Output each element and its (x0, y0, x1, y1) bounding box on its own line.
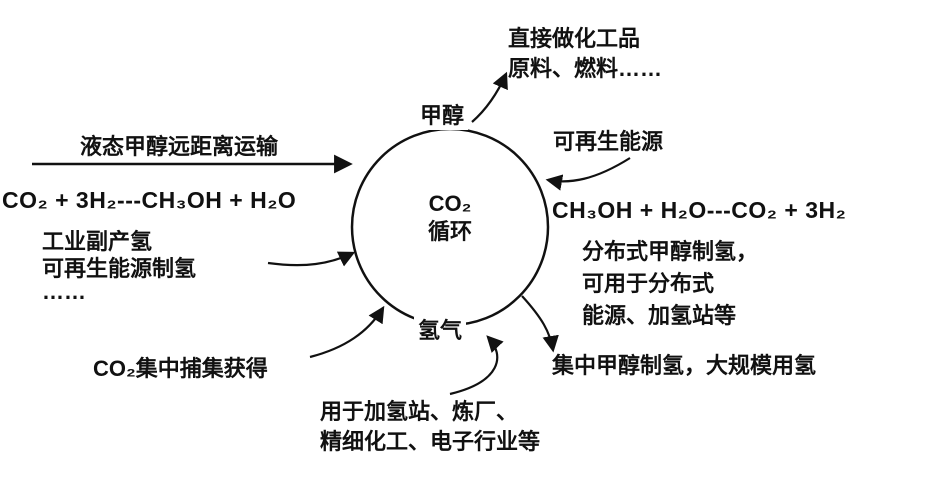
hydrogen-node: 氢气 (414, 317, 467, 345)
distributed-label-line1: 分布式甲醇制氢， (582, 239, 759, 264)
hydrogen-uses-arrow (449, 335, 504, 396)
centralized-label: 集中甲醇制氢，大规模用氢 (552, 353, 817, 378)
reforming-reaction: CH₃OH + H₂O---CO₂ + 3H₂ (552, 197, 847, 223)
circle-label-cycle: 循环 (427, 219, 472, 244)
renewable-h2-label: 可再生能源制氢 (42, 256, 197, 281)
distributed-label-line2: 可用于分布式 (582, 271, 715, 296)
synthesis-reaction: CO₂ + 3H₂---CH₃OH + H₂O (2, 187, 297, 213)
products-label-line2: 原料、燃料…… (508, 56, 663, 81)
uses-label-line1: 用于加氢站、炼厂、 (320, 399, 519, 424)
co2-capture-to-circle-arrow (309, 305, 385, 359)
circle-label-co2: CO₂ (428, 191, 472, 216)
industrial-byproduct-label: 工业副产氢 (42, 229, 153, 254)
products-label-line1: 直接做化工品 (508, 26, 641, 51)
ellipsis-label: …… (42, 279, 86, 304)
renewable-energy-to-circle-arrow (545, 157, 631, 191)
uses-label-line2: 精细化工、电子行业等 (320, 429, 541, 454)
circle-to-centralized-arrow (521, 295, 559, 353)
renewable-energy-label: 可再生能源 (553, 129, 664, 154)
distributed-label-line3: 能源、加氢站等 (582, 303, 737, 328)
methanol-node: 甲醇 (416, 102, 469, 130)
methanol-to-products-arrow (471, 71, 508, 123)
renewable-h2-to-circle-arrow (267, 251, 356, 267)
co2-capture-label: CO₂集中捕集获得 (93, 356, 268, 381)
transport-label: 液态甲醇远距离运输 (80, 134, 279, 159)
